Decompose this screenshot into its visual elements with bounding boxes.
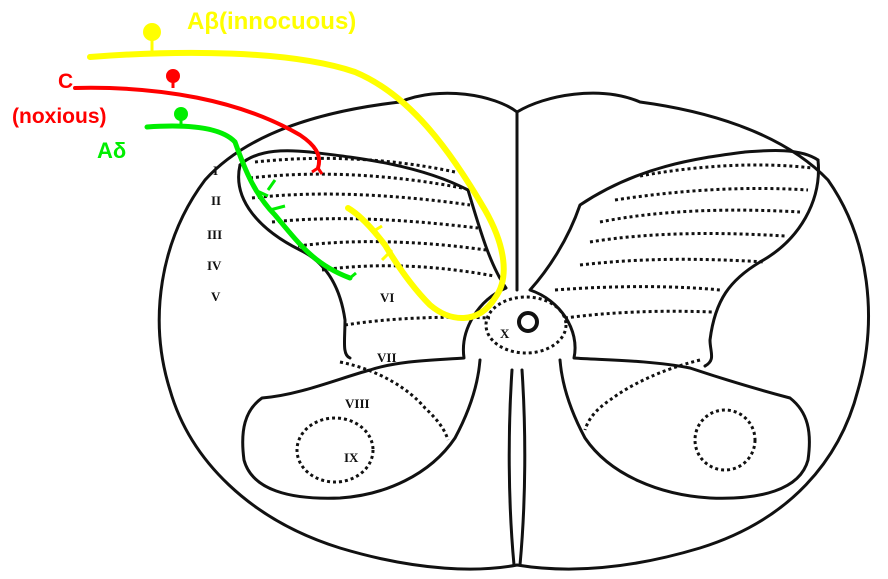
c-fiber-cell-body [166,69,180,83]
adelta-fiber [147,107,356,278]
lamina-label-ix: IX [344,450,359,465]
lamina-label-ii: II [211,193,221,208]
adelta-fiber-label: Aδ [97,138,126,163]
c-fiber-label: C [58,70,73,93]
lamina-label-x: X [500,326,510,341]
abeta-fiber-label: Aβ(innocuous) [187,8,356,35]
adelta-fiber-cell-body [174,107,188,121]
lamina-label-i: I [213,163,218,178]
lamina-label-vii: VII [377,350,397,365]
lamina-label-v: V [211,289,221,304]
right-laminae-boundaries [555,165,812,470]
abeta-fiber-cell-body [143,23,161,41]
c-fiber-sublabel: (noxious) [12,105,107,128]
right-gray-matter [530,150,818,498]
lamina-label-viii: VIII [345,396,370,411]
anterior-median-fissure [509,370,525,565]
lamina-label-vi: VI [380,290,394,305]
lamina-label-iv: IV [207,258,222,273]
lamina-label-iii: III [207,227,222,242]
central-canal [519,313,537,331]
